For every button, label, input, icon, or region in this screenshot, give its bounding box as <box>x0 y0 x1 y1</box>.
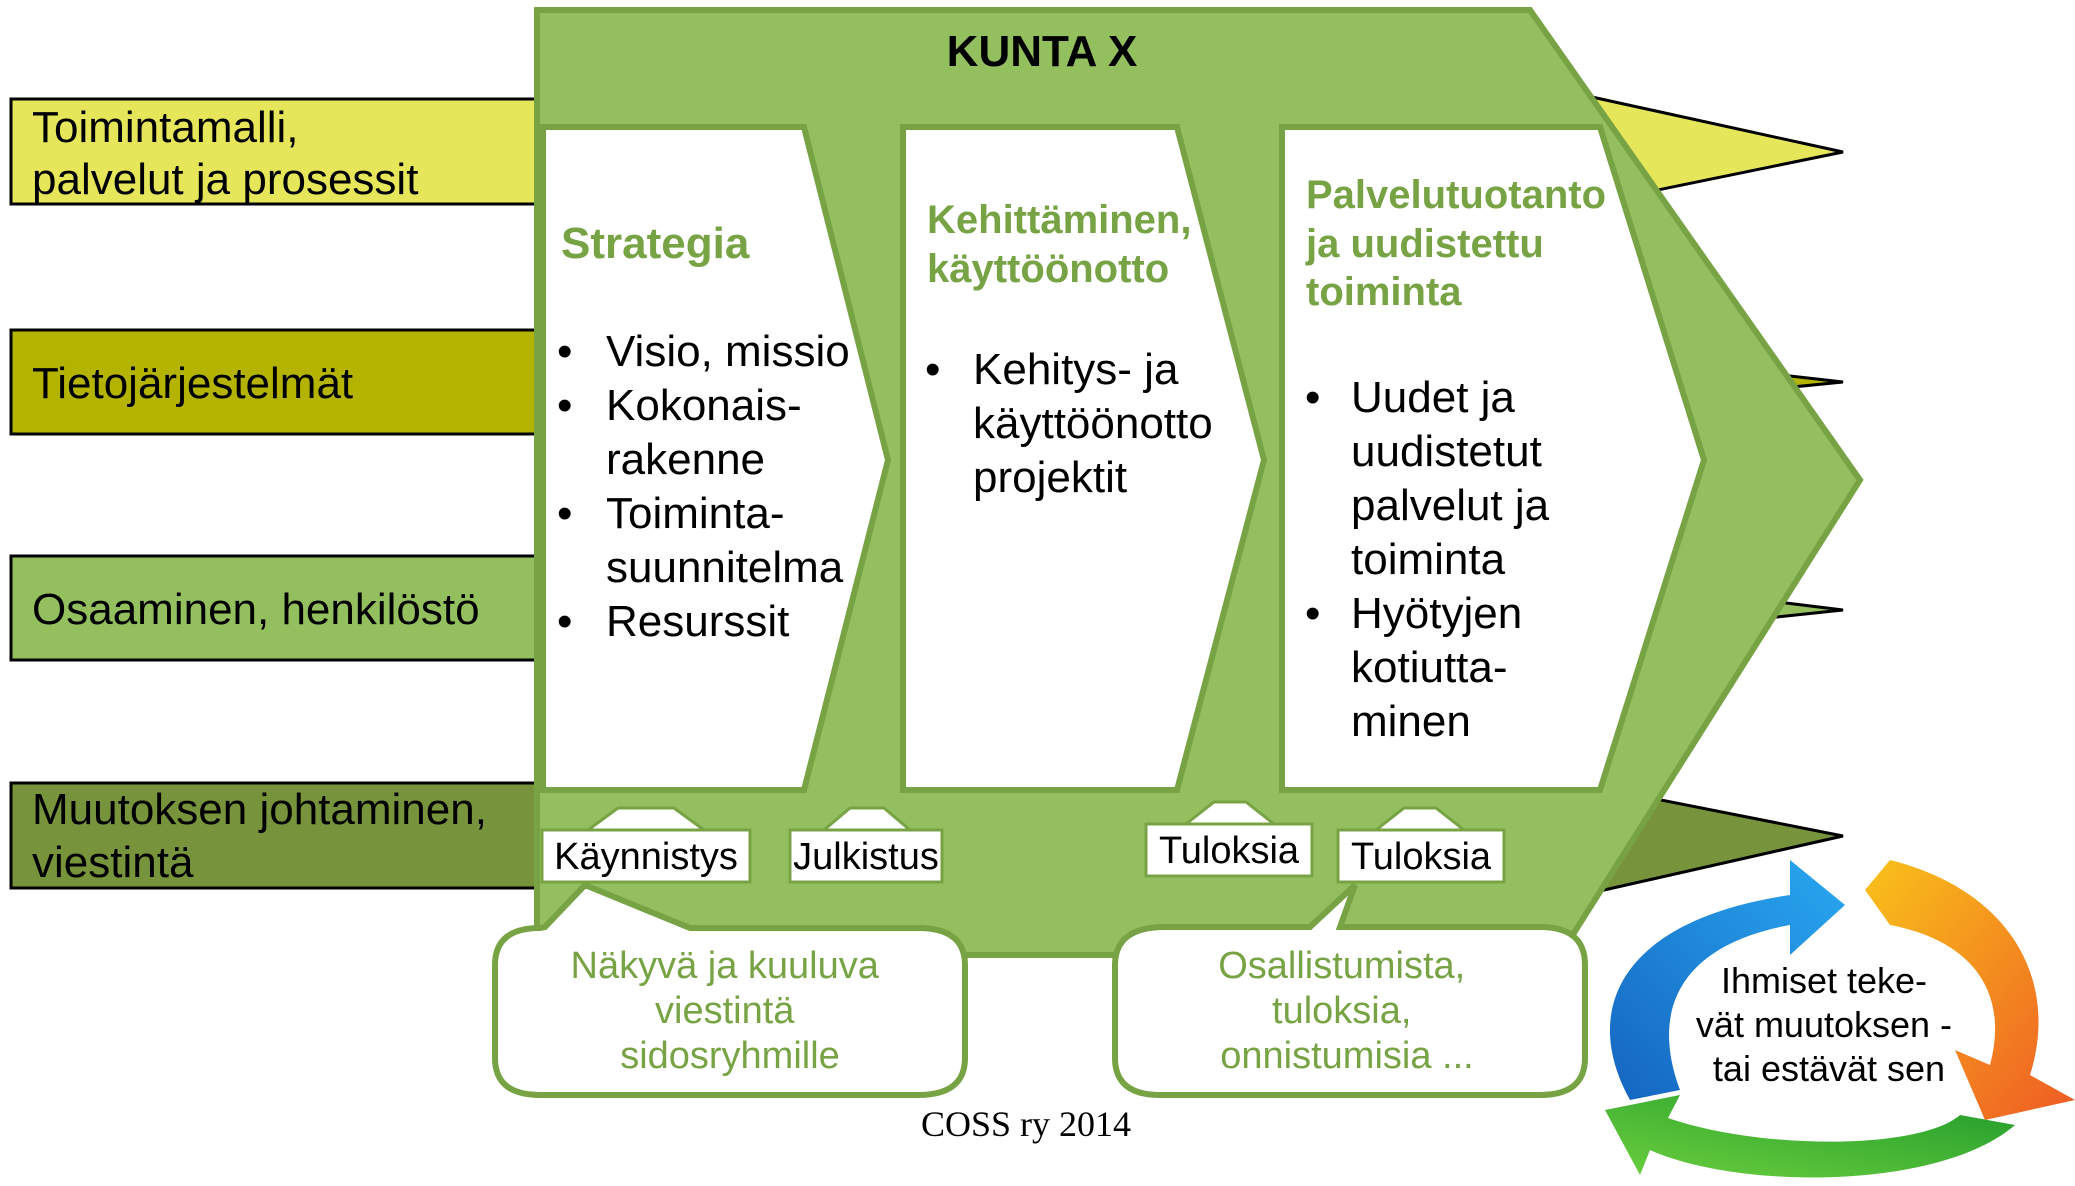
milestone-label: Tuloksia <box>1351 836 1492 878</box>
callout-communication: Näkyvä ja kuuluva viestintä sidosryhmill… <box>492 881 968 1098</box>
dimension-box <box>9 97 553 206</box>
phase-bullets: •Kehitys- ja käyttöönotto projektit <box>925 345 1225 502</box>
milestone-box <box>1144 822 1314 878</box>
milestone-box <box>788 828 944 884</box>
phase-bullets: •Visio, missio •Kokonais- rakenne •Toimi… <box>557 327 862 646</box>
phase-chevron <box>1279 124 1708 793</box>
dimension-box <box>9 328 553 436</box>
milestone-label: Julkistus <box>793 836 939 878</box>
cycle-arrow-blue <box>1609 860 1845 1100</box>
milestone-tuloksia-2: Tuloksia <box>1336 806 1506 884</box>
dimension-box <box>9 554 553 662</box>
callout-results: Osallistumista, tuloksia, onnistumisia .… <box>1112 882 1588 1098</box>
dimension-label: Tietojärjestelmät <box>32 359 353 408</box>
phase-bullets: •Uudet ja uudistetut palvelut ja toimint… <box>1305 373 1561 746</box>
dimension-label: Osaaminen, henkilöstö <box>32 585 480 634</box>
callout-text: Näkyvä ja kuuluva viestintä sidosryhmill… <box>571 945 890 1077</box>
cycle-text: Ihmiset teke- vät muutoksen - tai estävä… <box>1696 960 1962 1089</box>
phase-heading: Strategia <box>561 219 750 268</box>
milestone-box <box>540 828 752 884</box>
phase-chevron <box>540 124 892 793</box>
callout-text: Osallistumista, tuloksia, onnistumisia .… <box>1218 945 1476 1077</box>
phase-production: Palvelutuotanto ja uudistettu toiminta •… <box>1279 124 1708 793</box>
callout-bubble <box>1112 882 1588 1098</box>
phase-chevron <box>900 124 1268 793</box>
milestone-label: Käynnistys <box>554 836 738 878</box>
milestone-tuloksia-1: Tuloksia <box>1144 800 1314 878</box>
change-cycle: Ihmiset teke- vät muutoksen - tai estävä… <box>1605 860 2075 1178</box>
phase-strategy: Strategia •Visio, missio •Kokonais- rake… <box>540 124 892 793</box>
milestones: Käynnistys Julkistus Tuloksia Tuloksia <box>540 800 1506 884</box>
page-title: KUNTA X <box>947 27 1138 76</box>
milestone-julkistus: Julkistus <box>788 806 944 884</box>
callout-bubble <box>492 881 968 1098</box>
cycle-arrow-green <box>1605 1095 2015 1178</box>
phase-heading: Kehittäminen, käyttöönotto <box>927 198 1203 291</box>
milestone-box <box>1336 828 1506 884</box>
dimension-label: Muutoksen johtaminen, viestintä <box>32 785 499 887</box>
cycle-arrow-orange <box>1865 860 2075 1120</box>
phase-heading: Palvelutuotanto ja uudistettu toiminta <box>1305 173 1617 314</box>
phase-development: Kehittäminen, käyttöönotto •Kehitys- ja … <box>900 124 1268 793</box>
footer-credit: COSS ry 2014 <box>921 1104 1131 1144</box>
milestone-label: Tuloksia <box>1159 830 1300 872</box>
milestone-kaynnistys: Käynnistys <box>540 806 752 884</box>
dimension-label: Toimintamalli, palvelut ja prosessit <box>32 103 418 204</box>
